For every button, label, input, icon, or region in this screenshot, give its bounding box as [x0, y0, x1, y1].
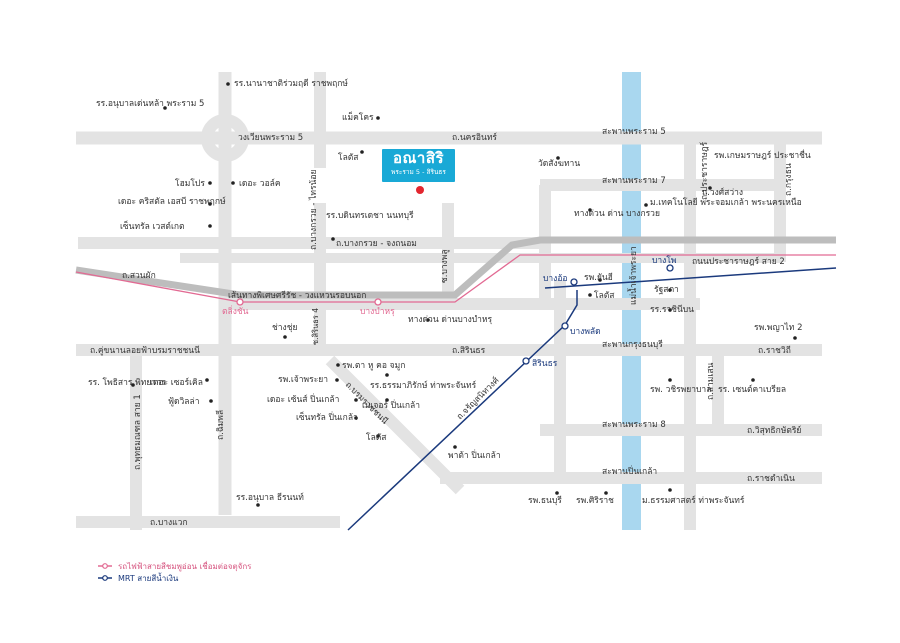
label-chimphli: ถ.ฉิมพลี — [215, 410, 226, 440]
project-badge: อณาสิริ พระราม 5 - สิรินธร — [382, 149, 455, 182]
label-pata: พาต้า ปิ่นเกล้า — [448, 449, 501, 461]
label-sirindhorn-road: ถ.สิรินธร — [452, 346, 486, 356]
label-phayathai2: รพ.พญาไท 2 — [754, 322, 802, 333]
label-bridge-rama5: สะพานพระราม 5 — [602, 127, 666, 137]
label-bodindecha: รร.บดินทรเดชา นนทบุรี — [326, 210, 414, 221]
label-station-sirindhorn: สิรินธร — [532, 359, 558, 369]
label-lotus-pinklao: โลตัส — [366, 432, 387, 443]
label-lotus-north: โลตัส — [338, 152, 359, 163]
label-chao-phraya: แม่น้ำเจ้าพระยา — [627, 246, 639, 305]
station-labels: ตลิ่งชัน บางบำหรุ บางอ้อ บางโพ บางพลัด ส… — [222, 255, 677, 369]
label-the-circle: เดอะ เซอร์เคิล — [150, 377, 203, 388]
label-hos-taku: รพ.ตา หู คอ จมูก — [342, 361, 405, 371]
rama5-roundabout — [201, 114, 249, 162]
label-ratchadamnoen: ถ.ราชดำเนิน — [747, 474, 795, 484]
blue-line-swatch — [98, 575, 112, 581]
project-name: อณาสิริ — [392, 149, 445, 167]
label-borommaratchachonnani-frontage: ถ.คู่ขนานลอยฟ้าบรมราชชนนี — [90, 345, 200, 356]
label-kasem-bundit: รพ.เกษมราษฎร์ ประชาชื่น — [714, 149, 811, 161]
legend-blue-line: MRT สายสีน้ำเงิน — [98, 572, 251, 584]
label-foodvilla: ฟู้ดวิลล่า — [168, 396, 200, 407]
label-suan-phak: ถ.สวนผัก — [122, 271, 156, 281]
label-anuban-school: รร.อนุบาลเด่นหล้า พระราม 5 — [96, 98, 204, 109]
stations-markers — [236, 264, 674, 365]
label-anuban-thonburi: รร.อนุบาล ธีรนนท์ — [236, 492, 304, 503]
blue-line-north — [544, 267, 837, 289]
label-ratchawithi: ถ.ราชวิถี — [758, 345, 791, 356]
label-bridge-rama8: สะพานพระราม 8 — [602, 420, 666, 430]
blue-line-diagonal — [347, 290, 578, 531]
label-phothisarn: รร. โพธิสาร พิทยากร — [88, 377, 166, 388]
label-expressway-entrance: ทางด่วน ด่าน บางกรวย — [574, 209, 660, 219]
legend-pink-line-label: รถไฟฟ้าสายสีชมพูอ่อน เชื่อมต่อจตุจักร — [118, 561, 252, 571]
label-pracharat-sai2: ถนนประชาราษฎร์ สาย 2 — [692, 256, 785, 267]
label-lotus-bangphlat: โลตัส — [594, 290, 615, 301]
label-chaophraya-hosp: รพ.เจ้าพระยา — [278, 374, 328, 385]
label-kmutnb: ม.เทคโนโลยี พระจอมเกล้า พระนครเหนือ — [650, 197, 802, 208]
label-bridge-rama7: สะพานพระราม 7 — [602, 176, 666, 186]
label-thammasat-2: ม.ธรรมศาสตร์ ท่าพระจันทร์ — [642, 495, 745, 506]
label-the-sense: เดอะ เซ้นส์ ปิ่นเกล้า — [267, 393, 339, 405]
label-bang-phlu: ซ.บางพลู — [440, 249, 450, 283]
label-makro: แม็คโคร — [342, 111, 374, 123]
label-station-bang-bamru: บางบำหรุ — [360, 307, 395, 317]
map-legend: รถไฟฟ้าสายสีชมพูอ่อน เชื่อมต่อจตุจักร MR… — [98, 560, 251, 584]
label-pracharat: ถ.ประชาราษฎร์ — [699, 141, 710, 200]
label-wat: วัดสังฆทาน — [538, 159, 580, 169]
legend-pink-line: รถไฟฟ้าสายสีชมพูอ่อน เชื่อมต่อจตุจักร — [98, 560, 251, 572]
label-major-pinklao: เมเจอร์ ปิ่นเกล้า — [362, 399, 420, 411]
label-station-bang-phlat: บางพลัด — [570, 327, 601, 337]
label-sam-sen: ถ.สามเสน — [706, 362, 716, 400]
label-bang-kruai-sai-noi: ถ.บางกรวย - ไทรน้อย — [308, 170, 319, 250]
label-bang-bamru-toll: ทางด่วน ด่านบางบำหรุ — [408, 315, 493, 325]
project-subtitle: พระราม 5 - สิรินธร — [391, 168, 446, 176]
legend-blue-line-label: MRT สายสีน้ำเงิน — [118, 573, 179, 583]
project-location-marker — [416, 186, 424, 194]
label-krung-thon: ถ.กรุงธน — [784, 163, 794, 196]
label-yanhee: รพ.ยันฮี — [584, 272, 613, 283]
label-station-bang-pho: บางโพ — [652, 255, 677, 266]
label-nanachat-school: รร.นานาชาติร่วมฤดี ราชพฤกษ์ — [234, 78, 348, 89]
place-labels: รร.นานาชาติร่วมฤดี ราชพฤกษ์ รร.อนุบาลเด่… — [88, 78, 811, 506]
label-bang-kruai-chong-thanom: ถ.บางกรวย - จงถนอม — [336, 239, 417, 249]
bridge-labels: สะพานพระราม 5 สะพานพระราม 7 สะพานกรุงธนบ… — [602, 127, 666, 477]
label-st-gabriel: รร. เซนต์คาเบรียล — [718, 384, 786, 395]
label-station-taling-chan: ตลิ่งชัน — [222, 305, 249, 317]
label-ratchaphiphat: รร.ราชินีบน — [650, 304, 694, 315]
label-rattha-sapha: รัฐสภา — [654, 285, 679, 295]
label-vajira: รพ. วชิรพยาบาล — [650, 385, 711, 395]
label-kanchanaphisek: เส้นทางพิเศษศรีรัช - วงแหวนรอบนอก — [228, 290, 366, 301]
label-bridge-krungthon: สะพานกรุงธนบุรี — [602, 339, 663, 350]
label-rph-thonburi: รพ.ธนบุรี — [528, 495, 562, 506]
label-station-bang-o: บางอ้อ — [543, 273, 568, 284]
label-wongwian-rama5: วงเวียนพระราม 5 — [238, 132, 303, 143]
label-phutthamonthon: ถ.พุทธมณฑล สาย 1 — [133, 394, 143, 470]
label-wisut-kasat: ถ.วิสุทธิกษัตริย์ — [747, 425, 801, 436]
label-central-pinklao: เซ็นทรัล ปิ่นเกล้า — [296, 411, 358, 423]
label-homepro: โฮมโปร — [175, 178, 205, 189]
label-wong-sawang: ถ.วงศ์สว่าง — [702, 187, 743, 198]
label-chang-chui: ช่างชุ่ย — [272, 323, 297, 333]
label-bridge-pinklao: สะพานปิ่นเกล้า — [602, 465, 657, 477]
label-thammasat-1: รร.ธรรมาภิรักษ์ ท่าพระจันทร์ — [370, 380, 477, 391]
label-soi-sirin-4: ซ.สิรินธร 4 — [311, 308, 320, 345]
label-central-westgate: เซ็นทรัล เวสต์เกต — [120, 220, 185, 232]
label-siriraj: รพ.ศิริราช — [576, 496, 614, 506]
label-nakhon-in: ถ.นครอินทร์ — [452, 132, 497, 143]
pink-line-swatch — [98, 563, 112, 569]
road-network — [76, 72, 822, 530]
label-crystal: เดอะ คริสตัล เอสบี ราชพฤกษ์ — [118, 196, 226, 207]
expressway — [75, 236, 836, 299]
label-bang-waek: ถ.บางแวก — [150, 518, 188, 528]
pink-line — [75, 254, 836, 303]
label-the-walk: เดอะ วอล์ค — [239, 178, 281, 189]
poi-dots — [131, 82, 797, 507]
